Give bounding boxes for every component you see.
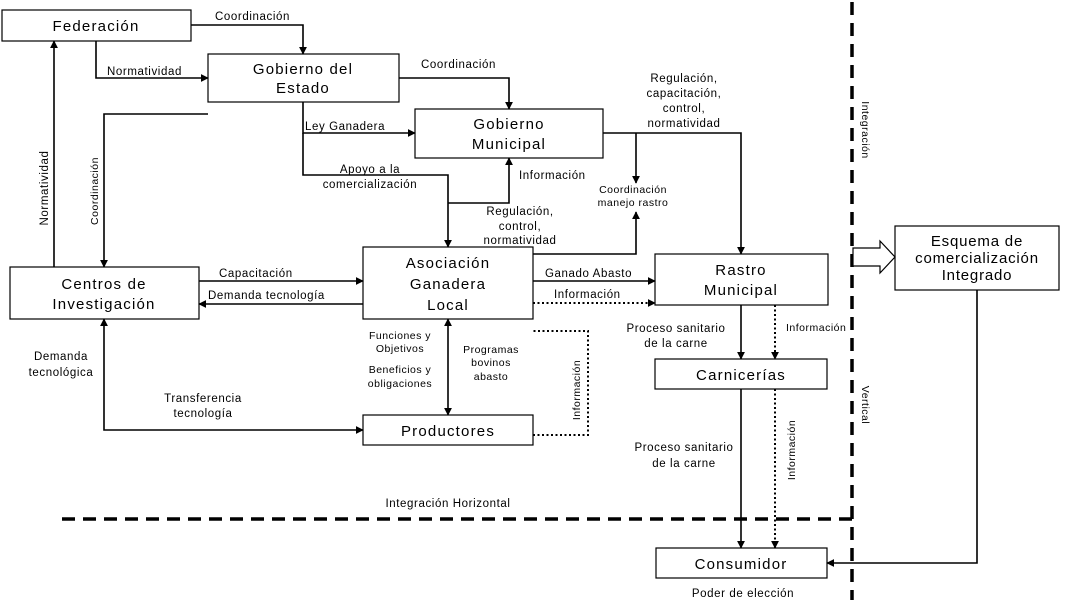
svg-text:Consumidor: Consumidor: [695, 556, 788, 573]
esquema-box: Esquema de comercialización Integrado: [894, 225, 1060, 291]
consumidor-box: Consumidor: [655, 547, 828, 579]
svg-text:tecnología: tecnología: [173, 408, 232, 420]
label-informacion-prod: Información: [571, 360, 583, 420]
carnicerias-box: Carnicerías: [654, 358, 828, 390]
label-programas: Programas bovinos abasto: [463, 344, 519, 383]
label-transferencia: Transferencia tecnología: [164, 393, 242, 420]
arrow-coord-centros: [100, 113, 208, 268]
arrow-centros-prod: [100, 318, 364, 434]
label-coordinacion-vert: Coordinación: [89, 157, 101, 225]
gobierno-estado-box: Gobierno del Estado: [207, 53, 400, 103]
arrow-regulacion-rastro: [603, 132, 745, 255]
svg-text:Integrado: Integrado: [942, 267, 1013, 284]
svg-text:de la carne: de la carne: [644, 338, 708, 350]
arrow-coord-rastro-bottom: [533, 211, 640, 255]
rastro-municipal-box: Rastro Municipal: [654, 253, 829, 306]
label-coordinacion-rastro: Coordinación manejo rastro: [598, 184, 669, 209]
svg-text:Municipal: Municipal: [704, 282, 778, 299]
label-ley-ganadera: Ley Ganadera: [305, 121, 385, 133]
label-regulacion-mid: Regulación, control, normatividad: [483, 206, 556, 247]
svg-text:Apoyo a la: Apoyo a la: [340, 164, 400, 176]
label-normatividad-fed: Normatividad: [107, 66, 182, 78]
arrow-est-coord: [399, 77, 513, 110]
svg-text:Transferencia: Transferencia: [164, 393, 242, 405]
svg-text:Ganadera: Ganadera: [410, 276, 486, 293]
svg-text:Proceso sanitario: Proceso sanitario: [626, 323, 725, 335]
label-integracion-horizontal: Integración Horizontal: [385, 498, 510, 510]
label-informacion-r: Información: [786, 322, 846, 334]
svg-text:Estado: Estado: [276, 80, 330, 97]
federacion-box: Federación: [1, 9, 192, 42]
svg-text:Regulación,: Regulación,: [650, 73, 717, 85]
label-demanda-tec: Demanda tecnología: [208, 290, 325, 302]
svg-text:Demanda: Demanda: [34, 351, 88, 363]
arrow-fed-norm: [95, 41, 209, 82]
svg-text:Municipal: Municipal: [472, 136, 546, 153]
label-informacion-carn: Información: [786, 420, 798, 480]
svg-text:Programas: Programas: [463, 344, 519, 356]
svg-text:Centros de: Centros de: [61, 276, 146, 293]
svg-text:abasto: abasto: [474, 371, 509, 383]
label-demanda-tecnologica: Demanda tecnológica: [29, 351, 94, 379]
svg-text:de la carne: de la carne: [652, 458, 716, 470]
svg-text:comercialización: comercialización: [915, 250, 1039, 267]
svg-text:Rastro: Rastro: [715, 262, 766, 279]
gobierno-municipal-box: Gobierno Municipal: [414, 108, 604, 159]
label-proceso-2: Proceso sanitario de la carne: [634, 442, 733, 470]
label-apoyo: Apoyo a la comercialización: [323, 164, 418, 191]
arrow-esquema-cons: [826, 290, 978, 567]
svg-text:Gobierno: Gobierno: [473, 116, 544, 133]
svg-text:Investigación: Investigación: [52, 296, 155, 313]
label-regulacion-top: Regulación, capacitación, control, norma…: [647, 73, 722, 130]
svg-text:Proceso sanitario: Proceso sanitario: [634, 442, 733, 454]
label-coordinacion-fed: Coordinación: [215, 11, 290, 23]
dotted-info-loop: [533, 330, 589, 436]
svg-text:obligaciones: obligaciones: [368, 378, 432, 390]
label-capacitacion: Capacitación: [219, 268, 293, 280]
svg-text:Regulación,: Regulación,: [486, 206, 553, 218]
label-ganado-abasto: Ganado Abasto: [545, 268, 632, 280]
label-vertical: Vertical: [859, 386, 871, 424]
label-funciones: Funciones y Objetivos: [369, 330, 431, 355]
svg-text:comercialización: comercialización: [323, 179, 418, 191]
svg-text:Carnicerías: Carnicerías: [696, 367, 786, 384]
svg-text:Gobierno del: Gobierno del: [253, 61, 353, 78]
productores-box: Productores: [362, 414, 534, 446]
label-informacion-gm: Información: [519, 170, 586, 182]
svg-text:manejo rastro: manejo rastro: [598, 197, 669, 209]
svg-text:Beneficios y: Beneficios y: [369, 364, 432, 376]
arrow-apoyo: [302, 133, 452, 248]
label-integracion-vert: Integración: [859, 101, 871, 158]
label-proceso-1: Proceso sanitario de la carne: [626, 323, 725, 350]
svg-text:tecnológica: tecnológica: [29, 367, 94, 379]
label-normatividad-vert: Normatividad: [39, 151, 51, 226]
arrow-info-gm: [448, 157, 513, 204]
svg-text:Local: Local: [427, 297, 469, 314]
svg-text:Funciones y: Funciones y: [369, 330, 431, 342]
svg-text:Objetivos: Objetivos: [376, 343, 424, 355]
label-informacion-ag: Información: [554, 289, 621, 301]
svg-text:normatividad: normatividad: [483, 235, 556, 247]
arrow-fed-coord: [191, 24, 307, 55]
centros-investigacion-box: Centros de Investigación: [9, 266, 200, 320]
label-poder-eleccion: Poder de elección: [692, 588, 794, 600]
svg-text:control,: control,: [663, 103, 706, 115]
svg-text:bovinos: bovinos: [471, 357, 511, 369]
asociacion-ganadera-box: Asociación Ganadera Local: [362, 246, 534, 320]
hollow-arrow-esquema: [852, 239, 896, 275]
svg-text:Asociación: Asociación: [406, 255, 491, 272]
svg-text:Coordinación: Coordinación: [599, 184, 667, 196]
svg-text:Esquema de: Esquema de: [931, 233, 1023, 250]
svg-text:capacitación,: capacitación,: [647, 88, 722, 100]
svg-text:Federación: Federación: [52, 18, 139, 35]
svg-text:control,: control,: [499, 221, 542, 233]
svg-text:normatividad: normatividad: [647, 118, 720, 130]
label-coordinacion-est: Coordinación: [421, 59, 496, 71]
svg-text:Productores: Productores: [401, 423, 495, 440]
label-beneficios: Beneficios y obligaciones: [368, 364, 432, 390]
